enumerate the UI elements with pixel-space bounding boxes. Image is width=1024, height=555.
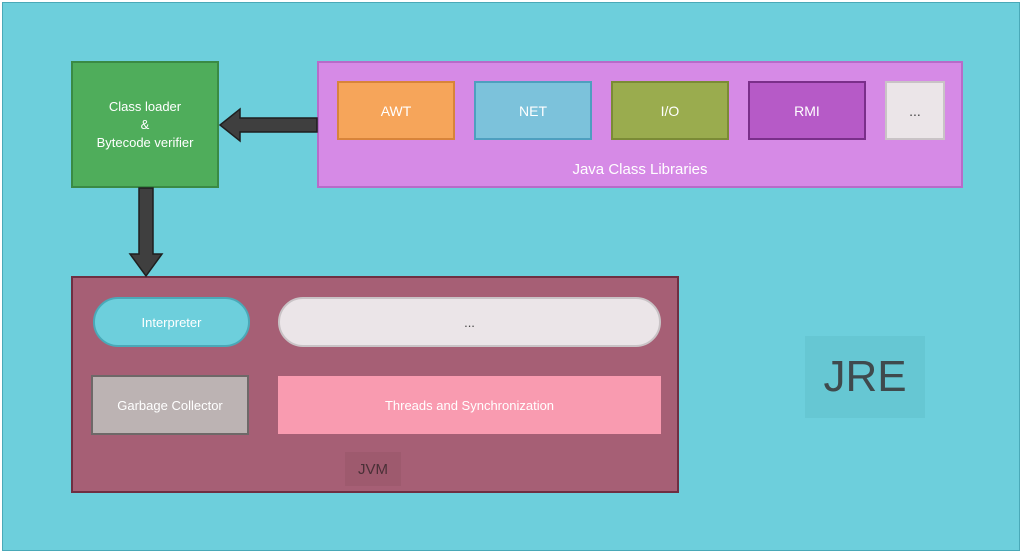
arrow-down-icon bbox=[128, 187, 164, 278]
library-net: NET bbox=[474, 81, 592, 140]
garbage-collector-box: Garbage Collector bbox=[91, 375, 249, 435]
jvm-box: Interpreter ... Garbage Collector Thread… bbox=[71, 276, 679, 493]
threads-sync-box: Threads and Synchronization bbox=[278, 376, 661, 434]
interpreter-pill: Interpreter bbox=[93, 297, 250, 347]
class-loader-label: Class loader bbox=[108, 98, 182, 114]
jre-label: JRE bbox=[805, 336, 925, 418]
library-rmi: RMI bbox=[748, 81, 866, 140]
jvm-label: JVM bbox=[345, 452, 401, 486]
arrow-left-icon bbox=[218, 107, 318, 143]
jvm-more-pill: ... bbox=[278, 297, 661, 347]
library-more: ... bbox=[885, 81, 945, 140]
library-awt: AWT bbox=[337, 81, 455, 140]
library-io: I/O bbox=[611, 81, 729, 140]
ampersand-label: & bbox=[140, 116, 150, 132]
bytecode-verifier-label: Bytecode verifier bbox=[96, 134, 194, 150]
libraries-caption: Java Class Libraries bbox=[572, 161, 708, 178]
class-loader-box: Class loader & Bytecode verifier bbox=[71, 61, 219, 188]
java-class-libraries-box: AWT NET I/O RMI ... Java Class Libraries bbox=[317, 61, 963, 188]
